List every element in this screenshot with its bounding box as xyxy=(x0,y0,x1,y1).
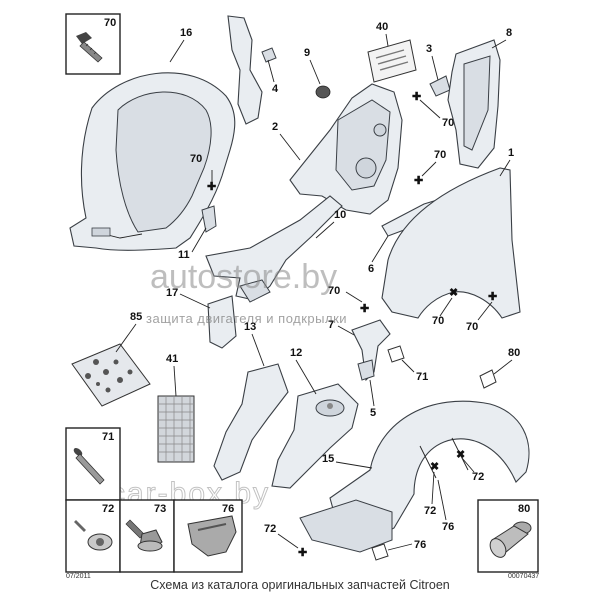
label-1: 1 xyxy=(508,147,514,159)
cross-70-left: ✚ xyxy=(207,181,216,193)
part-5-bracket xyxy=(351,319,391,382)
box-71-label: 71 xyxy=(102,431,114,443)
label-7: 7 xyxy=(328,319,334,331)
part-12-strut-tower xyxy=(271,383,359,489)
part-16-fender-liner xyxy=(69,72,236,251)
part-2-apron xyxy=(289,83,403,215)
label-41: 41 xyxy=(166,353,178,365)
label-11: 11 xyxy=(178,249,190,261)
code-left: 07/2011 xyxy=(66,573,91,580)
clip-icon xyxy=(187,515,237,557)
cross-x-liner-a: ✖ xyxy=(430,461,439,473)
box-72-label: 72 xyxy=(102,503,114,515)
label-71-a: 71 xyxy=(416,371,428,383)
box-76: 76 xyxy=(173,499,243,573)
label-9: 9 xyxy=(304,47,310,59)
label-76-b: 76 xyxy=(414,539,426,551)
catalog-caption: Схема из каталога оригинальных запчастей… xyxy=(150,578,450,592)
watermark-site: autostore.by xyxy=(150,258,337,296)
label-40: 40 xyxy=(376,21,388,33)
box-70: 70 xyxy=(65,13,121,75)
label-12: 12 xyxy=(290,347,302,359)
box-73: 73 xyxy=(119,499,175,573)
label-72-a: 72 xyxy=(472,471,484,483)
part-17-bracket xyxy=(207,295,237,349)
label-16: 16 xyxy=(180,27,192,39)
bolt-flange-icon xyxy=(125,519,163,552)
label-5: 5 xyxy=(370,407,376,419)
box-76-label: 76 xyxy=(222,503,234,515)
label-80-a: 80 xyxy=(508,347,520,359)
part-4-bracket xyxy=(227,15,277,125)
part-40-label xyxy=(367,39,417,83)
part-85-kit xyxy=(71,343,151,407)
label-13: 13 xyxy=(244,321,256,333)
label-6: 6 xyxy=(368,263,374,275)
label-72-b: 72 xyxy=(424,505,436,517)
label-85: 85 xyxy=(130,311,142,323)
cross-x-fender: ✖ xyxy=(449,287,458,299)
code-right: 00070437 xyxy=(508,573,539,580)
bolt-icon xyxy=(76,32,103,63)
part-10-rail xyxy=(205,195,343,303)
label-70-top: 70 xyxy=(442,117,454,129)
label-8: 8 xyxy=(506,27,512,39)
label-70-f: 70 xyxy=(328,285,340,297)
part-11-bracket xyxy=(201,205,217,233)
part-41-pad xyxy=(157,395,195,463)
cross-70-b: ✚ xyxy=(414,175,423,187)
label-70-d: 70 xyxy=(466,321,478,333)
box-80-label: 80 xyxy=(518,503,530,515)
screw-washer-icon xyxy=(74,520,113,551)
rivet-icon xyxy=(73,448,105,485)
part-13-panel xyxy=(213,363,289,481)
label-3: 3 xyxy=(426,43,432,55)
label-70-b: 70 xyxy=(434,149,446,161)
part-1-fender xyxy=(381,167,521,319)
box-73-label: 73 xyxy=(154,503,166,515)
part-9-plug xyxy=(315,85,331,99)
label-70-e: 70 xyxy=(190,153,202,165)
watermark-slogan: защита двигателя и подкрылки xyxy=(146,311,347,326)
cross-72-bottom: ✚ xyxy=(298,547,307,559)
cross-70-fender: ✚ xyxy=(488,291,497,303)
part-15-wheel-liner xyxy=(299,400,530,553)
box-70-label: 70 xyxy=(104,17,116,29)
label-4: 4 xyxy=(272,83,279,95)
box-72: 72 xyxy=(65,499,121,573)
label-70-c: 70 xyxy=(432,315,444,327)
label-72-c: 72 xyxy=(264,523,276,535)
box-71: 71 xyxy=(65,427,121,501)
cross-70-center: ✚ xyxy=(360,303,369,315)
label-2: 2 xyxy=(272,121,278,133)
label-76-a: 76 xyxy=(442,521,454,533)
plug-cap-icon xyxy=(489,521,532,558)
label-15: 15 xyxy=(322,453,334,465)
cross-70-top: ✚ xyxy=(412,91,421,103)
cross-x-liner-b: ✖ xyxy=(456,449,465,461)
box-80: 80 xyxy=(477,499,539,573)
label-10: 10 xyxy=(334,209,346,221)
label-17: 17 xyxy=(166,287,178,299)
part-8-side-panel xyxy=(447,39,501,169)
